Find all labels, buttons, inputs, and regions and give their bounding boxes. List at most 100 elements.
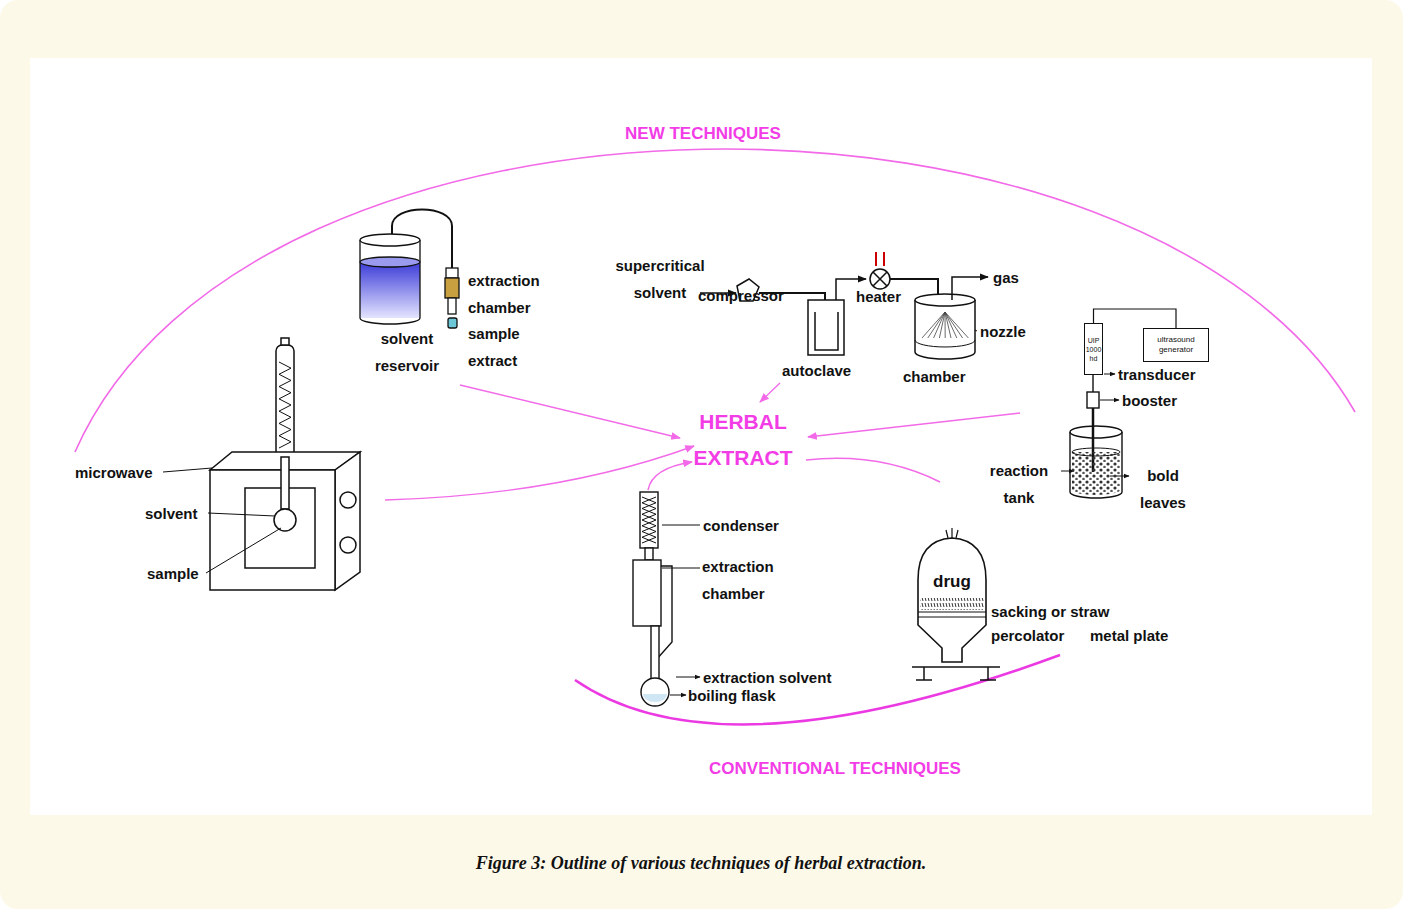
part-label: extraction chamber [468, 267, 563, 321]
supercritical-apparatus-part [876, 252, 884, 266]
part-label: sample extract [468, 320, 538, 374]
percolator-stand [912, 667, 1000, 680]
soxhlet-apparatus-part [640, 492, 658, 548]
percolator-vessel: drug [912, 530, 992, 662]
microwave-apparatus-part [276, 345, 294, 457]
part-label: sample [147, 560, 199, 587]
part-label: microwave [75, 459, 153, 486]
leader-lines [163, 318, 1129, 695]
microwave-apparatus-part [245, 488, 315, 568]
part-label: boiling flask [688, 682, 776, 709]
node-text: drug [912, 572, 992, 592]
percolator-stand-part [987, 667, 989, 680]
percolator-stand-part [912, 666, 1000, 668]
connector-wire [1094, 309, 1177, 328]
part-label: extraction solvent [703, 664, 831, 691]
soxhlet-apparatus-part [641, 678, 669, 706]
part-label: booster [1122, 387, 1177, 414]
supercritical-apparatus-part [915, 300, 975, 359]
supercritical-apparatus-part [808, 300, 844, 355]
conventional-techniques-arc [575, 655, 1060, 724]
pressurised-extraction-apparatus-part [446, 268, 458, 278]
supercritical-apparatus-part-part [928, 312, 945, 338]
technique-arcs [75, 149, 1355, 724]
leader-lines-part [208, 513, 275, 516]
part-label: autoclave [782, 357, 851, 384]
soxhlet-apparatus-part-part [642, 497, 656, 543]
node-text: HERBAL EXTRACT [683, 404, 803, 476]
supercritical-apparatus-part [915, 340, 975, 347]
pressurised-extraction-apparatus-part [448, 318, 457, 328]
flow-arrows-part [760, 383, 780, 402]
part-label: chamber [903, 363, 966, 390]
part-label: metal plate [1090, 622, 1168, 649]
ultrasound-apparatus-part [1087, 392, 1099, 408]
ultrasound-apparatus-part [1092, 375, 1093, 392]
group-heading: CONVENTIONAL TECHNIQUES [709, 755, 961, 782]
new-techniques-arc [75, 149, 1355, 452]
supercritical-apparatus-part-part [922, 312, 945, 338]
soxhlet-apparatus-part [633, 560, 661, 626]
pressurised-extraction-apparatus [360, 210, 459, 329]
microwave-apparatus-part [340, 492, 356, 508]
leader-lines-part [662, 568, 700, 569]
percolator-outline [912, 530, 992, 662]
supercritical-apparatus-part-part [934, 312, 945, 338]
part-label: extraction chamber [702, 553, 797, 607]
supercritical-apparatus-part-part [939, 312, 945, 338]
microwave-apparatus-part-part [279, 362, 291, 448]
part-label: reaction tank [978, 457, 1060, 511]
leader-lines-part [676, 677, 700, 678]
flow-arrows-part [808, 413, 1020, 437]
soxhlet-apparatus-part [642, 497, 656, 543]
supercritical-apparatus-part [873, 272, 887, 286]
part-label: nozzle [980, 318, 1026, 345]
pressurised-extraction-apparatus-part [360, 262, 420, 318]
figure-caption: Figure 3: Outline of various techniques … [476, 853, 927, 874]
leader-lines-part [206, 528, 281, 573]
central-product: HERBAL EXTRACT [683, 403, 803, 477]
flow-arrows [385, 383, 1020, 500]
flow-arrows-part [460, 385, 680, 438]
ultrasound-apparatus-part [1070, 432, 1122, 498]
flow-arrows-part [806, 458, 940, 482]
part-label: solvent reservoir [362, 325, 452, 379]
soxhlet-apparatus-part [643, 694, 667, 702]
node-text: UIP 1000 hd [1085, 336, 1102, 363]
pressurised-extraction-apparatus-part [392, 210, 452, 269]
supercritical-apparatus-part [815, 312, 838, 350]
supercritical-apparatus [700, 252, 988, 359]
node-text: ultrasound generator [1144, 335, 1208, 355]
supercritical-apparatus-part-part [945, 312, 963, 338]
microwave-apparatus-part [274, 509, 296, 531]
part-label: solvent [145, 500, 198, 527]
ultrasound-apparatus-part [1070, 426, 1122, 438]
group-heading: NEW TECHNIQUES [625, 120, 781, 147]
part-label: bold leaves [1132, 462, 1194, 516]
leader-lines-part [1100, 400, 1119, 401]
leader-lines-part [1104, 374, 1115, 375]
part-label: sacking or straw [991, 598, 1109, 625]
part-label: condenser [703, 512, 779, 539]
microwave-apparatus-part [281, 338, 289, 345]
pressurised-extraction-apparatus-part [360, 234, 420, 246]
part-label: compressor [698, 282, 784, 309]
microwave-apparatus-part [279, 362, 291, 448]
microwave-apparatus-part [335, 452, 360, 590]
microwave-apparatus-part [210, 470, 335, 590]
percolator-stand-part [916, 679, 932, 681]
supercritical-apparatus-part [922, 312, 968, 338]
percolator-stand-part [980, 679, 996, 681]
leader-lines-part [670, 695, 686, 696]
soxhlet-apparatus-part [651, 626, 659, 680]
pressurised-extraction-apparatus-part [445, 278, 459, 298]
supercritical-apparatus-part [952, 277, 988, 300]
microwave-apparatus-part [281, 457, 289, 509]
ultrasound-apparatus-part [1072, 448, 1120, 456]
pressurised-extraction-apparatus-part [360, 240, 420, 324]
soxhlet-apparatus-part-part [642, 497, 656, 543]
ultrasound-apparatus [1070, 375, 1122, 498]
pressurised-extraction-apparatus-part [448, 298, 456, 314]
part-label: transducer [1118, 361, 1196, 388]
microwave-apparatus [210, 338, 360, 590]
